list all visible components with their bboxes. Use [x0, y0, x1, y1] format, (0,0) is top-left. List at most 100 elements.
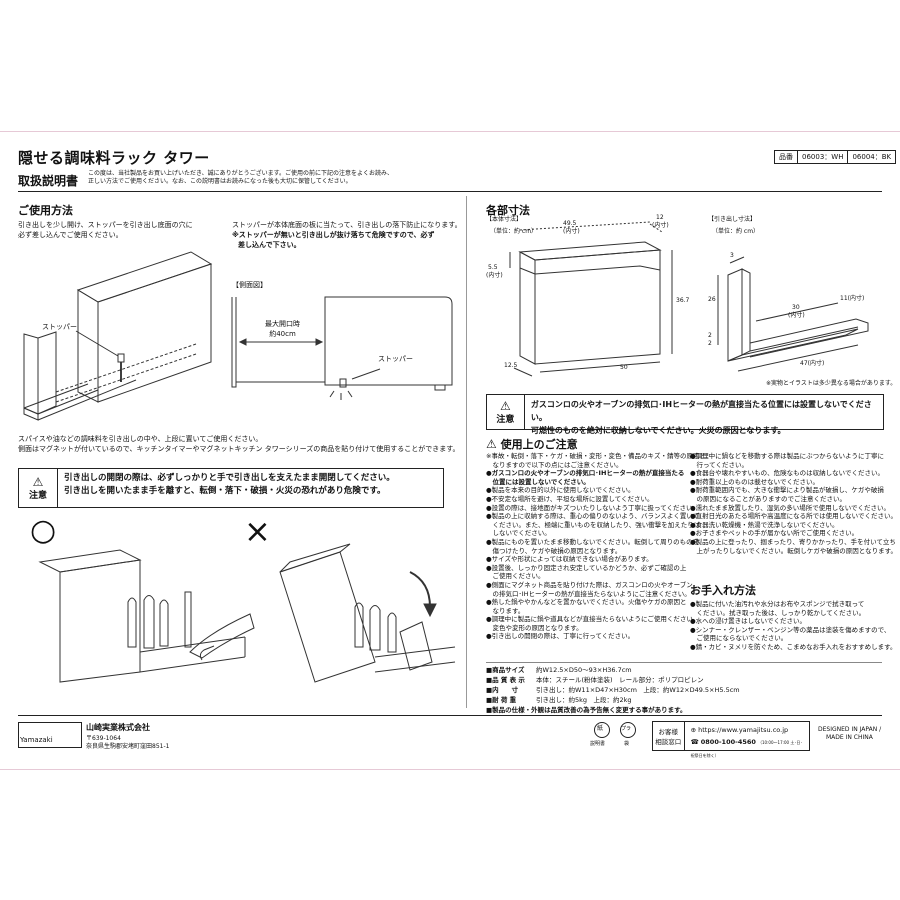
phone-icon: ☎: [690, 738, 699, 746]
manual-sheet: 隠せる調味料ラック タワー 品番 06003：WH 06004：BK 取扱説明書…: [0, 131, 900, 770]
contact-hours: （10:00～17:00 土･日･祝祭日を除く）: [690, 740, 803, 758]
spec-key: ■品 質 表 示: [486, 676, 525, 684]
stopper-label: ストッパー: [42, 323, 77, 331]
text-line: ●ガスコンロの火やオーブンの排気口･IHヒーターの熱が直接当たる: [486, 469, 685, 478]
drawer-unit: （単位：約 cm）: [712, 228, 760, 235]
contact-box: お客様 相談窓口 ⊕ https://www.yamajitsu.co.jp ☎…: [652, 721, 810, 758]
spec-value: 約W12.5×D50～93×H36.7cm: [536, 666, 632, 674]
drawer-dim-w-in-lbl: (内寸): [788, 312, 805, 319]
product-code-bk: 06004：BK: [852, 153, 892, 161]
spec-list: ■商品サイズ約W12.5×D50～93×H36.7cm■品 質 表 示本体：スチ…: [486, 665, 740, 715]
text-line: ご使用ください。: [486, 572, 545, 581]
spec-value: 引き出し：約5kg 上段：約2kg: [536, 696, 632, 704]
drawer-dim-label: 【引き出し寸法】: [708, 216, 757, 223]
globe-icon: ⊕: [690, 726, 697, 734]
contact-phone[interactable]: 0800-100-4560: [700, 738, 756, 746]
contact-label-line: 相談窓口: [655, 738, 682, 746]
spec-divider: [486, 662, 882, 663]
drawer-dim-h: 26: [708, 296, 716, 303]
ok-illustration: [38, 549, 255, 683]
text-line: ●製品にものを置いたまま移動しないでください。転倒して周りのものを: [486, 537, 700, 546]
text-line: 行ってください。: [690, 460, 748, 469]
side-view-illustration: [231, 296, 453, 400]
text-line: ●設置の際は、接地面がキズついたりしないよう丁寧に扱ってください。: [486, 503, 700, 512]
origin-line: MADE IN CHINA: [826, 734, 873, 741]
text-line: しないでください。: [486, 529, 551, 538]
usage-heading: ご使用方法: [18, 204, 73, 217]
spec-row: ■耐 荷 重 引き出し：約5kg 上段：約2kg: [486, 695, 740, 705]
text-line: ●食器洗い乾燥機・熱湯で洗浄しないでください。: [690, 520, 839, 529]
text-line: ●製品の上に登ったり、掴まったり、寄りかかったり、手を付いて立ち: [690, 537, 896, 546]
text-line: 上がったりしないでください。転倒しケガや破損の原因となります。: [690, 546, 897, 555]
usage-note-line: 側面はマグネットが付いているので、キッチンタイマーやマグネットキッチン タワーシ…: [18, 445, 460, 453]
company-postal: 〒639-1064: [86, 735, 121, 742]
text-line: ●水への浸け置きはしないでください。: [690, 617, 806, 626]
company-name: 山崎実業株式会社: [86, 723, 150, 732]
precautions-heading-text: 使用上のご注意: [500, 438, 578, 451]
drawer-dim-w: 47(内寸): [800, 360, 825, 367]
usage-step2: ストッパーが本体底面の板に当たって、引き出しの落下防止になります。: [232, 221, 462, 229]
text-line: の排気口･IHヒーターの熱が直接当たらないようにご注意ください。: [486, 589, 691, 598]
company-address: 奈良県生駒郡安堵町窪田851-1: [86, 743, 170, 750]
product-code-wh: 06003：WH: [798, 151, 849, 163]
text-line: ●不安定な場所を避け、平坦な場所に設置してください。: [486, 494, 654, 503]
dim-h-in: 5.5: [488, 264, 498, 271]
manual-intro: この度は、当社製品をお買い上げいただき、誠にありがとうございます。ご使用の前に下…: [88, 170, 393, 186]
step1-line: 引き出しを少し開け、ストッパーを引き出し底面の穴に: [18, 221, 193, 229]
contact-label-line: お客様: [658, 728, 679, 736]
product-code-label: 品番: [775, 151, 798, 163]
text-line: ご使用にならないでください。: [690, 634, 788, 643]
text-line: ●側面にマグネット商品を貼り付けた際は、ガスコンロの火やオーブン: [486, 580, 693, 589]
spec-key: ■商品サイズ: [486, 666, 525, 674]
spec-row: ■商品サイズ 約W12.5×D50～93×H36.7cm: [486, 665, 740, 675]
fire-warning-label-cell: ⚠ 注意: [487, 395, 525, 429]
usage-note: スパイスや油などの調味料を引き出しの中や、上段に置いてご使用ください。 側面はマ…: [18, 434, 460, 454]
drawer-dim-w-in: 30: [792, 304, 800, 311]
caution-label-cell: ⚠ 注意: [19, 469, 58, 507]
text-line: ●濡れたまま放置したり、湿気の多い場所で使用しないでください。: [690, 503, 891, 512]
drawer-caution-box: ⚠ 注意 引き出しの開閉の際は、必ずしっかりと手で引き出しを支えたまま開閉してく…: [18, 468, 444, 508]
dim-w: 50: [620, 364, 628, 371]
contact-url[interactable]: https://www.yamajitsu.co.jp: [698, 726, 789, 734]
dim-d: 12.5: [504, 362, 518, 369]
caution-text: 引き出しの開閉の際は、必ずしっかりと手で引き出しを支えたまま開閉してください。 …: [58, 469, 401, 507]
body-dim-label: 【本体寸法】: [486, 216, 523, 223]
dimensions-heading: 各部寸法: [486, 204, 530, 217]
recycle-paper-label: 紙: [597, 725, 604, 732]
contact-phone-row: ☎ 0800-100-4560 （10:00～17:00 土･日･祝祭日を除く）: [691, 736, 803, 762]
text-line: ●引き出しの開閉の際は、丁寧に行ってください。: [486, 632, 635, 641]
spec-key: ■耐 荷 重: [486, 696, 517, 704]
page-title: 隠せる調味料ラック タワー: [18, 149, 210, 167]
text-line: ●製品に付いた油汚れや水分はお布やスポンジで拭き取って: [690, 600, 865, 608]
fire-warning-text: ガスコンロの火やオーブンの排気口･IHヒーターの熱が直接当たる位置には設置しない…: [525, 395, 883, 435]
warning-triangle-icon: ⚠: [500, 398, 511, 413]
stopper-label-side: ストッパー: [378, 355, 413, 363]
rack-stopper-illustration: [23, 251, 213, 421]
origin-line: DESIGNED IN JAPAN /: [818, 726, 882, 733]
text-line: 位置には設置しないでください。: [486, 477, 590, 486]
precautions-heading: ⚠ 使用上のご注意: [486, 436, 578, 452]
ng-mark: ×: [244, 512, 271, 550]
intro-line: 正しい方法でご使用ください。なお、この説明書はお読みになった後も大切に保管してく…: [88, 178, 352, 185]
text-line: ●熱した鍋ややかんなどを置かないでください。火傷やケガの原因と: [486, 598, 687, 607]
text-line: ●シンナー・クレンザー・ベンジン等の薬品は塗装を傷めますので、: [690, 625, 891, 634]
precautions-left-column: ※事故・転倒・落下・ケガ・破損・変形・変色・備品のキズ・錆等の原因と なりますの…: [486, 452, 706, 641]
caution-line: 引き出しの開閉の際は、必ずしっかりと手で引き出しを支えたまま開閉してください。: [64, 473, 395, 483]
ng-illustration: [279, 543, 456, 683]
text-line: ●調理中に製品に鍋や道具などが直接当たらないようにご使用ください。: [486, 615, 700, 624]
fire-warning-box: ⚠ 注意 ガスコンロの火やオーブンの排気口･IHヒーターの熱が直接当たる位置には…: [486, 394, 884, 435]
column-divider: [466, 196, 467, 708]
drawer-dim-d-top: 3: [730, 252, 734, 259]
text-line: ください。また、極端に重いものを収納したり、強い衝撃を加えたりは: [486, 520, 701, 529]
brand-logo: Yamazaki: [20, 736, 53, 744]
contact-label: お客様 相談窓口: [653, 722, 685, 750]
text-line: ●直射日光のあたる場所や高温度になる所では使用しないでください。: [690, 512, 897, 521]
manual-heading: 取扱説明書: [18, 174, 79, 188]
recycle-plastic-label: プラ: [621, 726, 632, 732]
text-line: 変色や変形の原因となります。: [486, 623, 583, 632]
dim-h: 36.7: [676, 297, 690, 304]
drawer-dim-h2: 2: [708, 340, 712, 347]
side-view-label: 【側面図】: [232, 281, 267, 289]
origin-label: DESIGNED IN JAPAN / MADE IN CHINA: [818, 726, 881, 742]
text-line: ●製品の上に収納する際は、重心の偏りのないよう、バランスよく置いて: [486, 512, 700, 521]
